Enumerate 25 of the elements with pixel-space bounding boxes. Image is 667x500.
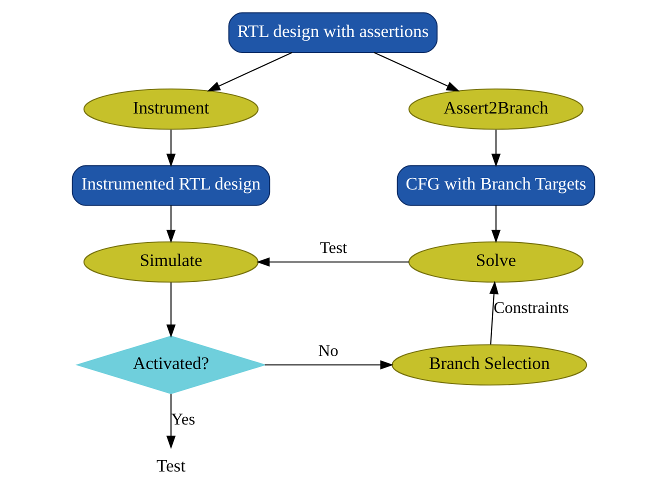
arrow	[374, 52, 460, 92]
arrow	[491, 130, 501, 167]
arrow	[166, 205, 176, 244]
arrow	[166, 282, 176, 338]
edge-label: No	[318, 341, 338, 360]
node-box: Instrumented RTL design	[72, 165, 270, 206]
arrow	[207, 52, 292, 92]
node-ellipse: Assert2Branch	[408, 88, 584, 130]
node-ellipse: Simulate	[83, 241, 259, 283]
arrow	[489, 280, 499, 344]
node-ellipse: Branch Selection	[392, 344, 588, 386]
arrow	[264, 360, 394, 370]
arrow	[166, 130, 176, 167]
node-diamond: Activated?	[75, 336, 267, 394]
edge-label: Yes	[171, 409, 196, 428]
arrow	[166, 394, 176, 449]
node-box: CFG with Branch Targets	[396, 165, 596, 206]
node-box: RTL design with assertions	[228, 12, 438, 54]
arrow	[256, 257, 409, 267]
edge-label: Test	[320, 238, 348, 258]
node-text: Test	[156, 456, 186, 476]
node-ellipse: Instrument	[83, 88, 259, 130]
arrow	[491, 205, 501, 244]
edge-label: Constraints	[494, 298, 569, 318]
node-ellipse: Solve	[408, 241, 584, 283]
